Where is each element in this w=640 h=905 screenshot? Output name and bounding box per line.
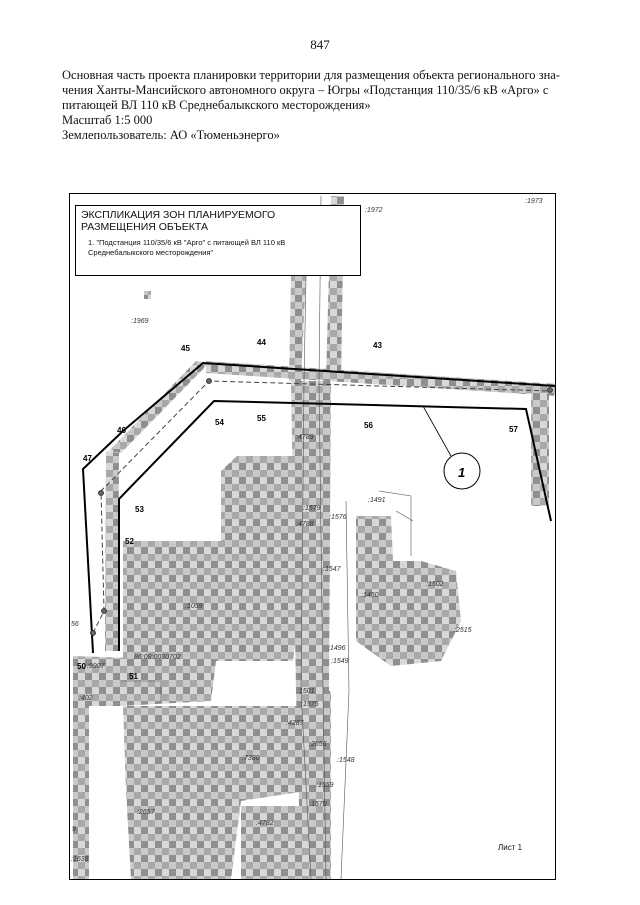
small-square <box>144 291 151 299</box>
hatched-areas <box>73 196 555 879</box>
point-label: 54 <box>215 418 224 427</box>
point-label: 44 <box>257 338 266 347</box>
point-label: 51 <box>129 672 138 681</box>
parcel-label: :4782 <box>256 820 274 827</box>
parcel-label: :1059 <box>185 603 203 610</box>
point-label: 53 <box>135 505 144 514</box>
parcel-label: :1496 <box>328 645 346 652</box>
turning-point-labels: 43 44 45 46 47 50 51 52 53 54 55 56 57 <box>77 338 518 681</box>
scale-line: Масштаб 1:5 000 <box>62 113 153 127</box>
pylon-markers <box>90 378 553 636</box>
parcel-label: :1549 <box>331 658 349 665</box>
block-south-mid <box>123 706 306 879</box>
point-label: 50 <box>77 662 86 671</box>
parcel-label: :1559 <box>316 782 334 789</box>
parcel-label: :1450 <box>361 592 379 599</box>
legend-box: ЭКСПЛИКАЦИЯ ЗОН ПЛАНИРУЕМОГО РАЗМЕЩЕНИЯ … <box>75 205 361 276</box>
point-label: 56 <box>364 421 373 430</box>
east-strip <box>531 391 549 506</box>
block-south-center <box>241 806 301 879</box>
planning-map: 1 43 44 45 46 47 50 51 52 53 54 55 56 57… <box>71 195 555 879</box>
zone-boundary <box>81 361 555 654</box>
point-label: 47 <box>83 454 92 463</box>
document-header: Основная часть проекта планировки террит… <box>62 68 582 143</box>
zone-marker-number: 1 <box>458 465 465 480</box>
parcel-label: :1576 <box>329 514 347 521</box>
parcel-label: :4789 <box>296 434 314 441</box>
parcel-label: :1548 <box>337 757 355 764</box>
sheet-label: Лист 1 <box>498 843 523 852</box>
point-label: 46 <box>117 426 126 435</box>
block-east <box>356 516 461 666</box>
parcel-label: :7380 <box>242 755 260 762</box>
parcel-label: :1972 <box>365 207 383 214</box>
parcel-label: 9 <box>72 826 76 833</box>
map-frame: 1 43 44 45 46 47 50 51 52 53 54 55 56 57… <box>69 193 556 880</box>
point-label: 43 <box>373 341 382 350</box>
point-label: 52 <box>125 537 134 546</box>
parcel-label: :1570 <box>309 801 327 808</box>
vl-corridor-down <box>105 451 119 651</box>
big-block-west <box>123 456 301 661</box>
legend-item: 1. "Подстанция 110/35/6 кВ "Арго" с пита… <box>88 238 286 257</box>
parcel-label: 56 <box>71 621 79 628</box>
road-lines <box>121 195 414 879</box>
parcel-label: :1579 <box>303 505 321 512</box>
parcel-label: :1969 <box>131 318 149 325</box>
parcel-labels: :1972 :1973 :1969 :4789 :1491 :1579 :157… <box>71 198 543 863</box>
header-line: Основная часть проекта планировки террит… <box>62 68 560 82</box>
legend-title: ЭКСПЛИКАЦИЯ ЗОН ПЛАНИРУЕМОГО РАЗМЕЩЕНИЯ … <box>81 209 276 233</box>
parcel-label: :4287 <box>286 720 305 727</box>
corridor-strip-north <box>289 276 306 381</box>
page-number: 847 <box>310 37 330 52</box>
zone-leader-line <box>422 405 452 457</box>
parcel-label: :1501 <box>297 688 315 695</box>
parcel-label: :4788 <box>296 521 314 528</box>
block-southeast-road <box>296 691 331 879</box>
point-label: 57 <box>509 425 518 434</box>
header-line: питающей ВЛ 110 кВ Среднебалыкского мест… <box>62 98 371 112</box>
point-label: 45 <box>181 344 190 353</box>
parcel-label: :1973 <box>525 198 543 205</box>
parcel-label: :2657 <box>137 809 156 816</box>
zone-marker-circle <box>443 452 481 490</box>
parcel-label: :2515 <box>454 627 472 634</box>
parcel-label: :402 <box>79 695 93 702</box>
point-label: 55 <box>257 414 266 423</box>
vl-corridor-left <box>109 361 209 453</box>
block-center-road <box>291 381 331 691</box>
parcel-label: :1491 <box>368 497 386 504</box>
parcel-label: :9907 <box>87 663 106 670</box>
parcel-label: :1502 <box>426 581 444 588</box>
parcel-label: :2656 <box>309 741 327 748</box>
header-line: чения Ханты-Мансийского автономного окру… <box>62 83 549 97</box>
parcel-label: :1638 <box>71 856 89 863</box>
west-edge-strip <box>73 701 89 879</box>
land-user-line: Землепользователь: АО «Тюменьэнерго» <box>62 128 280 142</box>
parcel-label: 86:08:0030702 <box>134 654 181 661</box>
parcel-label: :1547 <box>323 566 342 573</box>
parcel-label: :1575 <box>301 701 319 708</box>
